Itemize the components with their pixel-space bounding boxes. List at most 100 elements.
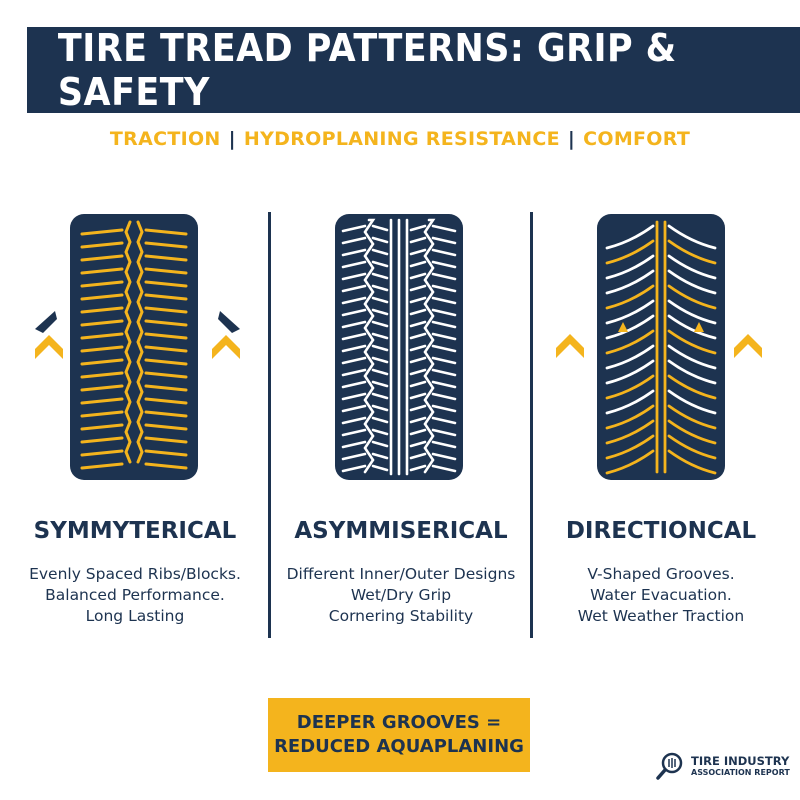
tread-groove <box>605 299 655 325</box>
tread-groove <box>431 356 457 365</box>
tread-groove <box>667 299 717 325</box>
tread-groove <box>80 254 124 262</box>
tread-groove <box>605 449 655 475</box>
description-line: Evenly Spaced Ribs/Blocks. <box>29 565 241 583</box>
tread-groove <box>80 384 124 392</box>
tread-groove <box>605 314 655 340</box>
tread-groove <box>667 404 717 430</box>
tread-groove <box>605 239 655 265</box>
tread-groove <box>144 345 188 353</box>
tread-groove <box>80 267 124 275</box>
tread-groove <box>431 272 457 281</box>
tread-groove <box>431 236 457 245</box>
symmetrical-description: Evenly Spaced Ribs/Blocks. Balanced Perf… <box>2 564 268 627</box>
brand-name: TIRE INDUSTRY <box>691 753 790 768</box>
tread-groove <box>431 296 457 305</box>
tread-groove <box>144 267 188 275</box>
asymmetrical-title: ASYMMISERICAL <box>294 518 508 544</box>
tread-groove <box>371 380 389 388</box>
tread-groove <box>431 332 457 341</box>
tread-groove <box>431 440 457 449</box>
tread-groove <box>667 254 717 280</box>
tread-groove <box>409 428 427 436</box>
warning-triangle-icon <box>694 322 704 332</box>
tread-groove <box>409 260 427 268</box>
tread-groove <box>80 306 124 314</box>
tread-groove <box>409 356 427 364</box>
tread-groove <box>371 236 389 244</box>
tread-groove <box>144 384 188 392</box>
tread-groove <box>371 392 389 400</box>
tread-groove <box>341 392 367 401</box>
tread-groove <box>371 224 389 232</box>
tread-groove <box>144 358 188 366</box>
tread-groove <box>409 464 427 472</box>
tread-groove <box>431 368 457 377</box>
tread-groove <box>605 404 655 430</box>
tread-groove <box>144 280 188 288</box>
tread-groove <box>144 293 188 301</box>
tread-groove <box>409 380 427 388</box>
page-title: TIRE TREAD PATTERNS: GRIP & SAFETY <box>57 26 677 114</box>
tread-groove <box>409 392 427 400</box>
tread-groove <box>371 404 389 412</box>
asymmetrical-tire-illustration <box>335 214 463 480</box>
tread-groove <box>431 308 457 317</box>
tread-groove <box>144 254 188 262</box>
tread-groove <box>431 284 457 293</box>
tread-groove <box>409 320 427 328</box>
tread-groove <box>341 356 367 365</box>
tread-groove <box>605 359 655 385</box>
tread-groove <box>341 284 367 293</box>
tread-groove <box>371 260 389 268</box>
tread-groove <box>667 374 717 400</box>
directional-description: V-Shaped Grooves. Water Evacuation. Wet … <box>528 564 794 627</box>
tread-groove <box>409 344 427 352</box>
tread-groove <box>431 404 457 413</box>
tread-groove <box>605 269 655 295</box>
tread-groove <box>409 404 427 412</box>
tread-groove <box>80 241 124 249</box>
tread-groove <box>80 228 124 236</box>
tread-groove <box>80 410 124 418</box>
tread-groove <box>371 272 389 280</box>
directional-tire-illustration <box>597 214 725 480</box>
tread-groove <box>431 248 457 257</box>
tread-groove <box>341 428 367 437</box>
magnifier-tire-icon <box>656 752 683 780</box>
description-line: Balanced Performance. <box>45 586 225 604</box>
symmetrical-tire-illustration <box>70 214 198 480</box>
tread-groove <box>371 284 389 292</box>
tread-groove <box>371 428 389 436</box>
tread-groove <box>341 224 367 233</box>
description-line: Water Evacuation. <box>590 586 732 604</box>
tread-groove <box>80 332 124 340</box>
tread-groove <box>431 344 457 353</box>
tread-groove <box>80 293 124 301</box>
tread-groove <box>371 296 389 304</box>
tread-groove <box>667 284 717 310</box>
tread-groove <box>371 332 389 340</box>
tread-groove <box>371 248 389 256</box>
tread-groove <box>409 284 427 292</box>
tread-groove <box>80 345 124 353</box>
tread-groove <box>80 462 124 470</box>
tread-groove <box>431 428 457 437</box>
key-takeaway-callout: DEEPER GROOVES = REDUCED AQUAPLANING <box>268 698 530 772</box>
tread-groove <box>80 436 124 444</box>
tread-groove <box>409 452 427 460</box>
tread-groove <box>80 423 124 431</box>
tread-groove <box>144 306 188 314</box>
tread-groove <box>341 452 367 461</box>
tread-groove <box>371 344 389 352</box>
chevron-up-icon <box>734 334 762 358</box>
tread-groove <box>144 228 188 236</box>
tread-groove <box>431 416 457 425</box>
tread-groove <box>341 236 367 245</box>
tread-groove <box>667 449 717 475</box>
tread-groove <box>144 449 188 457</box>
tread-groove <box>667 329 717 355</box>
tread-groove <box>80 319 124 327</box>
tread-groove <box>144 241 188 249</box>
header-banner: TIRE TREAD PATTERNS: GRIP & SAFETY <box>27 26 800 114</box>
